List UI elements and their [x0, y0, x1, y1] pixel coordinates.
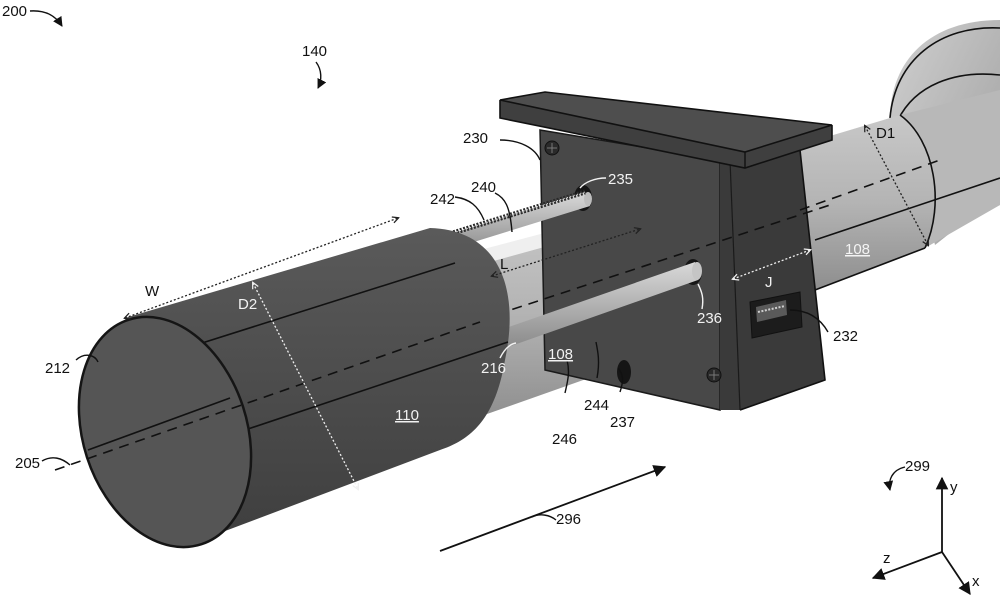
coordinate-axes	[871, 476, 971, 596]
label-dimension-w: W	[145, 283, 160, 300]
label-assembly: 140	[302, 43, 327, 60]
label-dimension-l: L	[500, 256, 508, 273]
middle-rod	[500, 262, 702, 348]
inner-pipe-far	[800, 90, 1000, 291]
label-x-axis: x	[972, 573, 980, 590]
lower-bore	[617, 360, 631, 384]
outer-sleeve	[54, 228, 510, 549]
label-y-axis: y	[950, 479, 958, 496]
label-dimension-j: J	[765, 274, 773, 291]
label-outer-sleeve: 110	[395, 407, 419, 424]
label-sleeve-inner-end: 216	[481, 360, 506, 377]
label-connector: 232	[833, 328, 858, 345]
dimension-j	[733, 250, 810, 279]
label-motion-arrow: 296	[556, 511, 581, 528]
label-inner-pipe-far: 108	[845, 241, 870, 258]
axis-line-mid	[479, 204, 831, 321]
label-middle-rod: 244	[584, 397, 609, 414]
label-inner-pipe: 108	[548, 346, 573, 363]
connector-port	[749, 291, 803, 339]
label-z-axis: z	[883, 550, 891, 567]
label-upper-rod: 240	[471, 179, 496, 196]
label-threaded-portion: 242	[430, 191, 455, 208]
z-axis-arrow-icon	[871, 551, 943, 580]
label-figure-number: 200	[2, 3, 27, 20]
label-dimension-d2: D2	[238, 296, 257, 313]
label-upper-bore: 235	[608, 171, 633, 188]
dimension-d2	[253, 283, 358, 489]
label-dimension-d1: D1	[876, 125, 895, 142]
label-axis: 205	[15, 455, 40, 472]
dimension-l	[492, 229, 640, 276]
label-coordinate-system: 299	[905, 458, 930, 475]
label-middle-bore: 236	[697, 310, 722, 327]
label-lower-bore: 237	[610, 414, 635, 431]
dimension-d1	[865, 126, 928, 245]
label-sleeve-open-end: 212	[45, 360, 70, 377]
label-bracket: 230	[463, 130, 488, 147]
dimension-w	[125, 218, 398, 318]
label-lower-rod: 246	[552, 431, 577, 448]
x-axis-arrow-icon	[941, 551, 971, 596]
motion-arrow-icon	[439, 465, 667, 552]
